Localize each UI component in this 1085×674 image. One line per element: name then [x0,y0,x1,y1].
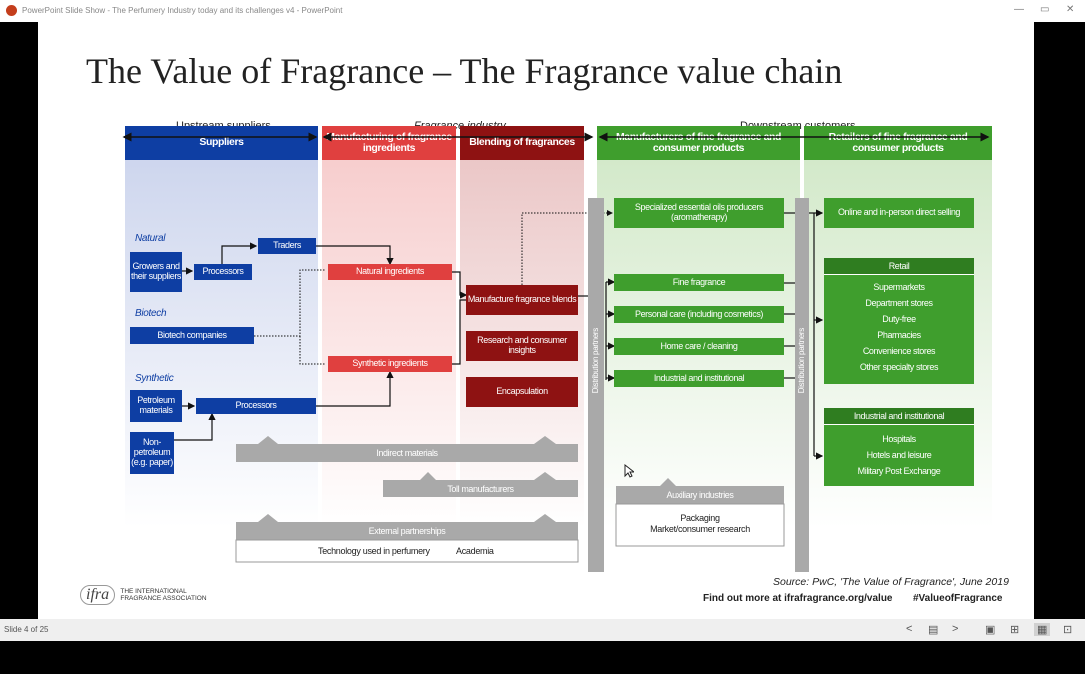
reading-view-button[interactable]: ▦ [1034,623,1051,636]
fine-fragrance-box: Fine fragrance [614,274,784,291]
processors-synthetic-box: Processors [196,398,316,414]
distribution-bar-1: Distribution partners [588,198,604,572]
industrial-item: Hotels and leisure [866,450,932,460]
category-natural: Natural [135,233,166,244]
industrial-retail-box: Industrial and institutional Hospitals H… [824,408,974,486]
column-suppliers: Suppliers [125,126,318,572]
logo-text-1: THE INTERNATIONAL [120,587,187,595]
packaging-text: Packaging [680,513,720,523]
biotech-companies-box: Biotech companies [130,327,254,344]
retail-header: Retail [824,258,974,275]
normal-view-button[interactable]: ▣ [985,624,996,636]
ifra-logo: ifra THE INTERNATIONAL FRAGRANCE ASSOCIA… [80,585,207,605]
academia-text: Academia [456,546,494,556]
retail-item: Supermarkets [873,282,925,292]
hashtag-text: #ValueofFragrance [913,593,1003,604]
petroleum-box: Petroleum materials [130,390,182,422]
manufacture-blends-box: Manufacture fragrance blends [466,285,578,315]
natural-ingredients-box: Natural ingredients [328,264,452,280]
column-header-blending: Blending of fragrances [460,126,584,160]
mouse-cursor-icon [624,464,634,478]
status-bar: Slide 4 of 25 < ▤ > ▣ ⊞ ▦ ⊡ [0,619,1085,641]
external-partnerships-label: External partnerships [368,526,446,536]
column-manufacturing: Manufacturing of fragrance ingredients [322,126,456,572]
retail-item: Department stores [865,298,933,308]
powerpoint-app-icon [6,5,17,16]
logo-text-2: FRAGRANCE ASSOCIATION [120,595,207,602]
industrial-box: Industrial and institutional [614,370,784,387]
retail-item: Duty-free [882,314,916,324]
slide-sorter-button[interactable]: ⊞ [1010,624,1020,636]
slide-title: The Value of Fragrance – The Fragrance v… [86,51,843,91]
home-care-box: Home care / cleaning [614,338,784,355]
indirect-materials-label: Indirect materials [376,448,438,458]
synthetic-ingredients-box: Synthetic ingredients [328,356,452,372]
personal-care-box: Personal care (including cosmetics) [614,306,784,323]
minimize-button[interactable]: — [1014,4,1024,15]
distribution-label-2: Distribution partners [797,328,806,394]
retail-box: Retail Supermarkets Department stores Du… [824,258,974,384]
market-research-text: Market/consumer research [650,524,750,534]
find-more-text: Find out more at ifrafragrance.org/value [703,593,893,604]
slideshow-view-button[interactable]: ⊡ [1063,624,1073,636]
non-petroleum-box: Non-petroleum (e.g. paper) [130,432,174,474]
category-synthetic: Synthetic [135,373,174,384]
industrial-item: Military Post Exchange [857,466,941,476]
next-slide-button[interactable]: > [952,623,959,635]
retail-item: Pharmacies [877,330,921,340]
distribution-bar-2: Distribution partners [795,198,809,572]
essential-oils-box: Specialized essential oils producers (ar… [614,198,784,228]
slide-menu-button[interactable]: ▤ [928,624,939,636]
online-direct-box: Online and in-person direct selling [824,198,974,228]
retail-item: Other specialty stores [859,362,939,372]
retail-item: Convenience stores [862,346,936,356]
processors-natural-box: Processors [194,264,252,280]
window-title-bar: PowerPoint Slide Show - The Perfumery In… [0,0,1085,22]
research-insights-box: Research and consumer insights [466,331,578,361]
previous-slide-button[interactable]: < [906,623,913,635]
close-button[interactable]: ✕ [1066,4,1075,15]
industrial-item: Hospitals [882,434,916,444]
traders-box: Traders [258,238,316,254]
ifra-logo-mark: ifra [80,585,116,605]
growers-box: Growers and their suppliers [130,252,182,292]
restore-button[interactable]: ▭ [1040,4,1050,15]
slide-counter: Slide 4 of 25 [4,625,49,634]
technology-text: Technology used in perfumery [318,546,430,556]
source-text: Source: PwC, 'The Value of Fragrance', J… [773,576,1009,588]
toll-manufacturers-label: Toll manufacturers [447,484,514,494]
distribution-label-1: Distribution partners [591,328,600,394]
industrial-retail-header: Industrial and institutional [824,408,974,425]
category-biotech: Biotech [135,308,167,319]
encapsulation-box: Encapsulation [466,377,578,407]
column-header-suppliers: Suppliers [125,126,318,160]
auxiliary-industries-label: Auxiliary industries [666,490,734,500]
window-title: PowerPoint Slide Show - The Perfumery In… [22,6,343,15]
